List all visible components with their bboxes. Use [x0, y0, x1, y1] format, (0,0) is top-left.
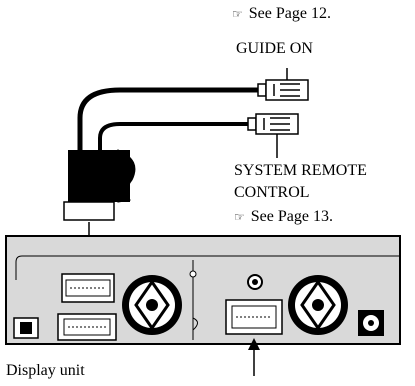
pointing-hand-icon: ☞ — [232, 7, 243, 21]
fan-right-icon — [288, 275, 348, 335]
panel-connector-top — [61, 273, 115, 303]
panel-connector-bottom — [57, 313, 117, 341]
insert-arrow-up — [248, 338, 260, 376]
antenna-jack — [247, 274, 263, 290]
pointing-hand-icon: ☞ — [234, 210, 245, 224]
label-guide-on: GUIDE ON — [236, 40, 313, 57]
fan-left-icon — [122, 275, 182, 335]
small-port — [13, 317, 39, 339]
guide-on-plug — [257, 68, 309, 101]
reference-guide-on: ☞ See Page 12. — [232, 5, 331, 23]
harness-connector — [63, 149, 136, 221]
label-display-unit: Display unit — [6, 362, 85, 379]
remote-cable — [98, 122, 248, 160]
panel-connector-right — [225, 299, 283, 335]
cables — [77, 87, 258, 160]
label-system-remote-line2: CONTROL — [234, 184, 310, 201]
guide-on-cable — [77, 87, 258, 160]
mini-din-port — [358, 310, 384, 336]
reference-guide-on-text: See Page 12. — [248, 5, 331, 22]
reference-remote: ☞ See Page 13. — [234, 208, 333, 226]
display-unit-panel — [5, 235, 401, 345]
label-system-remote-line1: SYSTEM REMOTE — [234, 162, 367, 179]
reference-remote-text: See Page 13. — [250, 208, 333, 225]
remote-plug — [247, 113, 299, 158]
